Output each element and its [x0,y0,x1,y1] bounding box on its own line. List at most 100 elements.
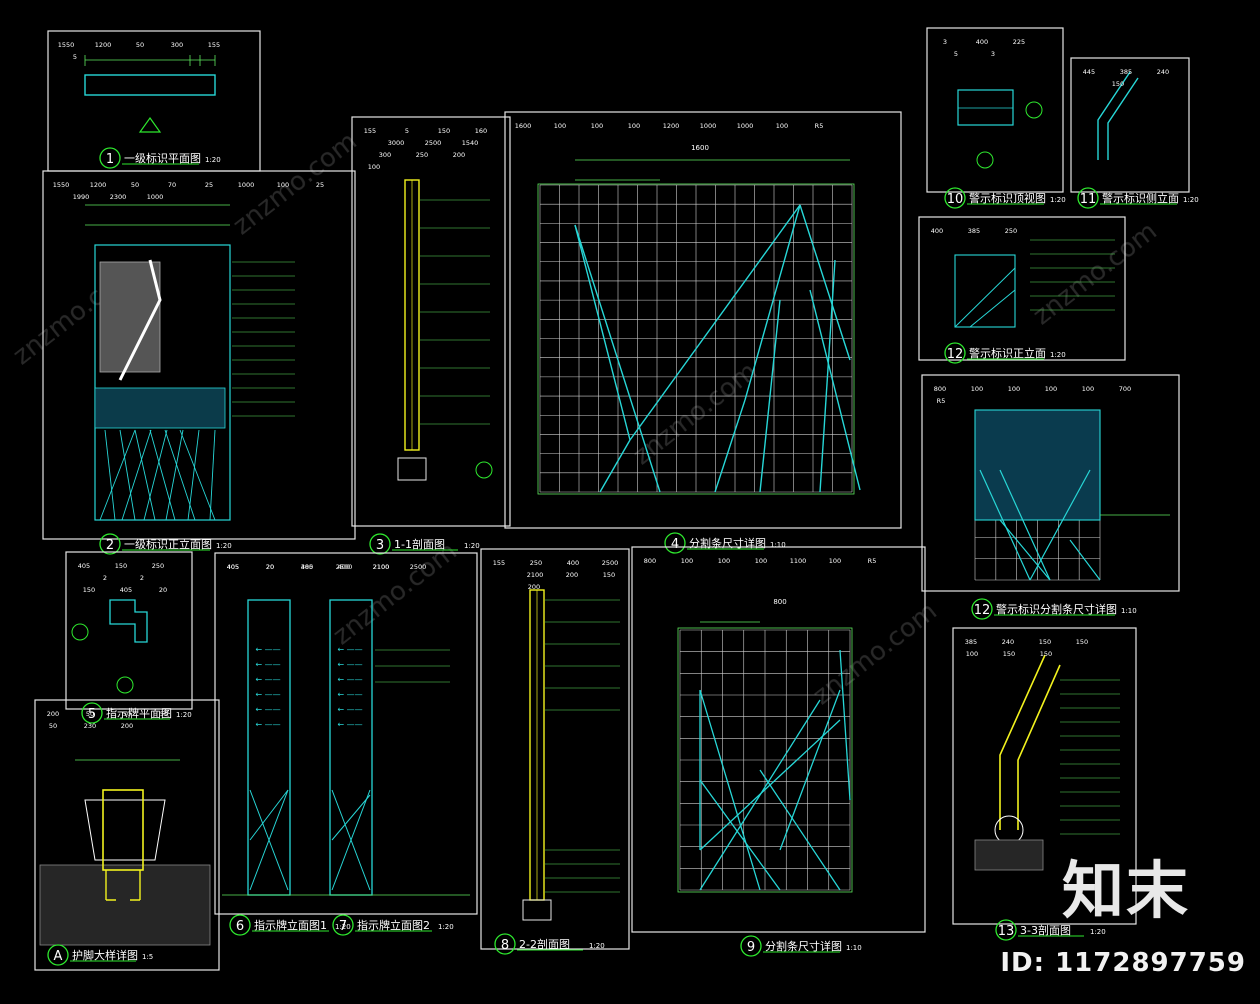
dim-label: 150 [1112,80,1124,88]
dim-label: 2100 [373,563,390,571]
sign-arrow: ← —— [337,705,362,714]
dim-1600: 1600 [691,144,709,152]
title-number: 2 [106,538,114,553]
dim-label: 155 [208,41,220,49]
dim-label: 150 [115,562,127,570]
dim-label: 5 [954,50,958,58]
dim-label: 405 [78,562,90,570]
title-name: 一级标识正立面图 [124,537,212,551]
title-name: 警示标识顶视图 [969,191,1046,205]
dim-label: 1200 [95,41,112,49]
panel-p6: ← ——← ——← ——← ——← ——← ——← ——← ——← ——← ——… [214,552,478,936]
dim-label: 200 [121,722,133,730]
dim-label: 2500 [425,139,442,147]
dim-label: 100 [829,557,841,565]
sign-arrow: ← —— [255,645,280,654]
dim-label: 400 [301,563,313,571]
dim-label: 150 [1040,650,1052,658]
dim-label: 2 [103,574,107,582]
dim-label: 400 [338,563,350,571]
dim-label: 100 [1045,385,1057,393]
dim-label: 5 [73,53,77,61]
dim-label: 250 [416,151,428,159]
dim-label: 155 [493,559,505,567]
dim-label: 1990 [73,193,90,201]
dim-label: R5 [937,397,946,405]
title-number: 9 [747,940,755,955]
title-number: 13 [998,924,1015,939]
dim-label: 3000 [388,139,405,147]
dim-label: 230 [84,722,96,730]
dim-label: 160 [475,127,487,135]
dim-label: 200 [47,710,59,718]
dim-label: 3 [991,50,995,58]
dim-label: 300 [171,41,183,49]
dim-label: 700 [1119,385,1131,393]
dim-label: 240 [1157,68,1169,76]
dim-label: 385 [965,638,977,646]
dim-label: 150 [438,127,450,135]
dim-800: 800 [773,598,786,606]
dim-label: 225 [1013,38,1025,46]
title-name: 护脚大样详图 [72,948,138,962]
title-name: 2-2剖面图 [519,937,570,951]
title-name: 1-1剖面图 [394,537,445,551]
dim-label: 250 [530,559,542,567]
dim-label: 150 [1039,638,1051,646]
dim-label: 100 [1082,385,1094,393]
dim-label: 385 [301,563,313,571]
dim-label: 3 [943,38,947,46]
dim-label: 250 [1005,227,1017,235]
title-number: 7 [339,919,347,934]
title-scale: 1:20 [1050,351,1066,359]
title-scale: 1:10 [846,944,862,952]
title-name: 警示标识侧立面 [1102,191,1179,205]
dim-label: 2300 [110,193,127,201]
title-number: 4 [671,537,679,552]
title-name: 分割条尺寸详图 [689,536,766,550]
dim-label: 1550 [58,41,75,49]
title-name: 一级标识平面图 [124,151,201,165]
title-name: 警示标识分割条尺寸详图 [996,602,1117,616]
dim-label: 1600 [515,122,532,130]
dim-label: 200 [566,571,578,579]
dim-label: 1200 [90,181,107,189]
dim-label: 1540 [462,139,479,147]
dim-label: R5 [868,557,877,565]
dim-label: 70 [168,181,176,189]
dim-label: 2500 [336,563,353,571]
dim-label: 400 [931,227,943,235]
title-scale: 1:20 [438,923,454,931]
sign-arrow: ← —— [337,720,362,729]
title-scale: 1:20 [464,542,480,550]
dim-label: 50 [160,710,168,718]
dim-label: 400 [567,559,579,567]
dim-label: 800 [934,385,946,393]
dim-label: 150 [83,586,95,594]
sign-arrow: ← —— [337,660,362,669]
dim-label: 5 [405,127,409,135]
dim-label: 405 [227,563,239,571]
dim-label: 2100 [373,563,390,571]
title-number: 12 [974,603,991,618]
dim-label: 1000 [700,122,717,130]
dim-label: R5 [815,122,824,130]
dim-label: 20 [159,586,167,594]
title-number: 3 [376,538,384,553]
dim-label: 240 [1002,638,1014,646]
dim-label: 50 [86,710,94,718]
sign-arrow: ← —— [255,690,280,699]
title-scale: 1:20 [1090,928,1106,936]
title-scale: 1:10 [770,541,786,549]
dim-label: 20 [266,563,274,571]
title-number: 5 [88,707,96,722]
dim-label: 150 [1003,650,1015,658]
